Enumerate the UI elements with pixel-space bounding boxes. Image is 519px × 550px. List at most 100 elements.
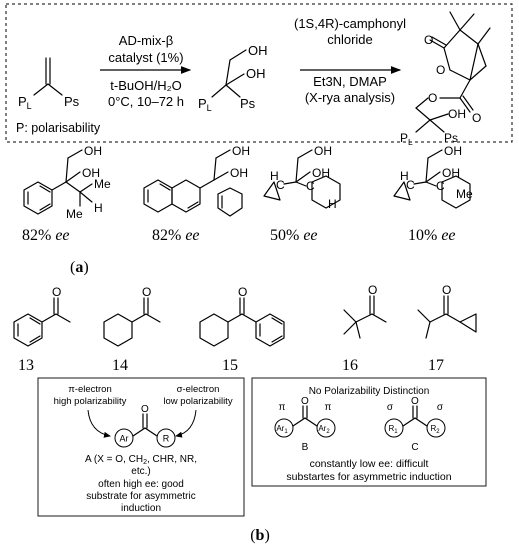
example2-oh-1: OH — [232, 144, 250, 158]
class-bc-note-1: constantly low ee: difficult — [310, 458, 429, 470]
ketone-16-oxygen: O — [368, 283, 377, 297]
diol-oh-2: OH — [246, 66, 266, 81]
example-diol-3: H C C H OH OH — [263, 144, 341, 211]
step1-solvent: t-BuOH/H₂O — [110, 78, 182, 93]
ketone-13-number: 13 — [18, 357, 34, 374]
polarizability-note: P: polarisability — [16, 121, 101, 135]
product-o-3: O — [428, 91, 437, 105]
ketone-17-oxygen: O — [442, 283, 451, 297]
example3-c-1: C — [276, 178, 285, 192]
example-diol-4: H C C Me OH OH — [393, 144, 473, 209]
substrate-alkene: PL Ps — [18, 57, 80, 111]
ar-group: Ar — [120, 434, 129, 444]
diol-ps-label: Ps — [240, 96, 256, 111]
example1-oh-1: OH — [84, 144, 102, 158]
step1-reagent: AD-mix-β — [119, 33, 173, 48]
class-a-note-3: induction — [121, 503, 161, 514]
example-diol-1: OH OH Me Me H — [23, 144, 111, 221]
example3-h-2: H — [328, 197, 337, 211]
ketone-c-oxygen: O — [411, 396, 419, 407]
example2-ee: 82% ee — [152, 227, 200, 244]
ketone-15-oxygen: O — [238, 285, 247, 299]
ketone-13-oxygen: O — [52, 285, 61, 299]
product-oh: OH — [448, 107, 466, 121]
class-a-note-2: substrate for asymmetric — [86, 491, 195, 502]
product-o-2: O — [436, 63, 445, 77]
example4-oh-1: OH — [444, 144, 462, 158]
example3-ee: 50% ee — [270, 227, 318, 244]
class-a-etc: etc.) — [131, 466, 150, 477]
ar2-group: Ar2 — [318, 424, 330, 435]
class-c-label: C — [411, 442, 418, 453]
ketone-14-number: 14 — [112, 357, 128, 374]
step2-reagent-2: chloride — [327, 32, 373, 47]
example2-oh-2: OH — [230, 166, 248, 180]
substrate-pl-label: PL — [18, 94, 32, 111]
example4-c-1: C — [406, 178, 415, 192]
ar1-group: Ar1 — [276, 424, 288, 435]
box-right — [251, 377, 487, 487]
ketone-c-structure: O R1 R2 C — [384, 396, 446, 453]
ketone-a-oxygen: O — [141, 404, 149, 415]
product-o-4: O — [472, 111, 481, 125]
sigma-label-2: σ — [437, 402, 444, 413]
step2-reagent: (1S,4R)-camphonyl — [294, 16, 406, 31]
camphanate-product: O O O O OH PL Ps — [400, 11, 491, 147]
example3-h-1: H — [270, 169, 279, 183]
sigma-electron-label: σ-electron — [177, 384, 220, 395]
example3-c-2: C — [306, 179, 315, 193]
class-a-definition: A (X = O, CH2, CHR, NR, — [85, 454, 197, 466]
ketone-14-oxygen: O — [142, 285, 151, 299]
example4-oh-2: OH — [442, 166, 460, 180]
class-a-note-1: often high ee: good — [98, 479, 184, 490]
ketone-16: O — [343, 283, 387, 339]
r1-group: R1 — [388, 424, 398, 435]
example4-me: Me — [456, 187, 473, 201]
r-group: R — [163, 434, 170, 444]
ketone-17-number: 17 — [428, 357, 444, 374]
ketone-15-number: 15 — [222, 357, 238, 374]
ketone-b-structure: O Ar1 Ar2 B — [274, 396, 336, 453]
example3-oh-2: OH — [312, 166, 330, 180]
pi-curved-arrow — [87, 409, 111, 438]
example1-ee: 82% ee — [22, 227, 70, 244]
diol-structure: OH OH PL Ps — [198, 43, 268, 113]
step1-conditions: 0°C, 10–72 h — [108, 94, 184, 109]
product-ps-label: Ps — [444, 131, 458, 145]
example3-oh-1: OH — [314, 144, 332, 158]
diol-pl-label: PL — [198, 96, 212, 113]
ketone-15: O — [199, 285, 285, 347]
ketone-13: O — [13, 285, 71, 347]
sigma-electron-desc: low polarizability — [163, 396, 232, 407]
step1-catalyst: catalyst (1%) — [108, 50, 183, 65]
diol-oh-1: OH — [248, 43, 268, 58]
example4-h: H — [400, 169, 409, 183]
example4-c-2: C — [436, 179, 445, 193]
panel-a-label: (a) — [70, 259, 89, 276]
example4-ee: 10% ee — [408, 227, 456, 244]
ketone-16-number: 16 — [342, 357, 358, 374]
step2-analysis: (X-rya analysis) — [305, 90, 395, 105]
class-bc-note-2: substartes for asymmetric induction — [286, 471, 451, 483]
step2-base: Et3N, DMAP — [313, 74, 387, 89]
pi-label-1: π — [279, 402, 286, 413]
sigma-curved-arrow — [175, 409, 197, 438]
example-diol-2: OH OH — [143, 144, 250, 217]
example1-oh-2: OH — [82, 166, 100, 180]
pi-label-2: π — [325, 402, 332, 413]
ketone-17: O — [417, 283, 477, 339]
box-left — [37, 377, 245, 517]
panel-b-label: (b) — [250, 527, 270, 544]
example1-me-1: Me — [94, 177, 111, 191]
example1-me-2: Me — [66, 207, 83, 221]
ketone-b-oxygen: O — [301, 396, 309, 407]
sigma-label-1: σ — [387, 402, 394, 413]
pi-electron-label: π-electron — [68, 384, 112, 395]
reaction-box — [5, 3, 513, 143]
class-b-label: B — [302, 442, 309, 453]
product-pl-label: PL — [400, 131, 413, 147]
example1-h: H — [94, 201, 103, 215]
r2-group: R2 — [430, 424, 440, 435]
pi-electron-desc: high polarizability — [54, 396, 127, 407]
